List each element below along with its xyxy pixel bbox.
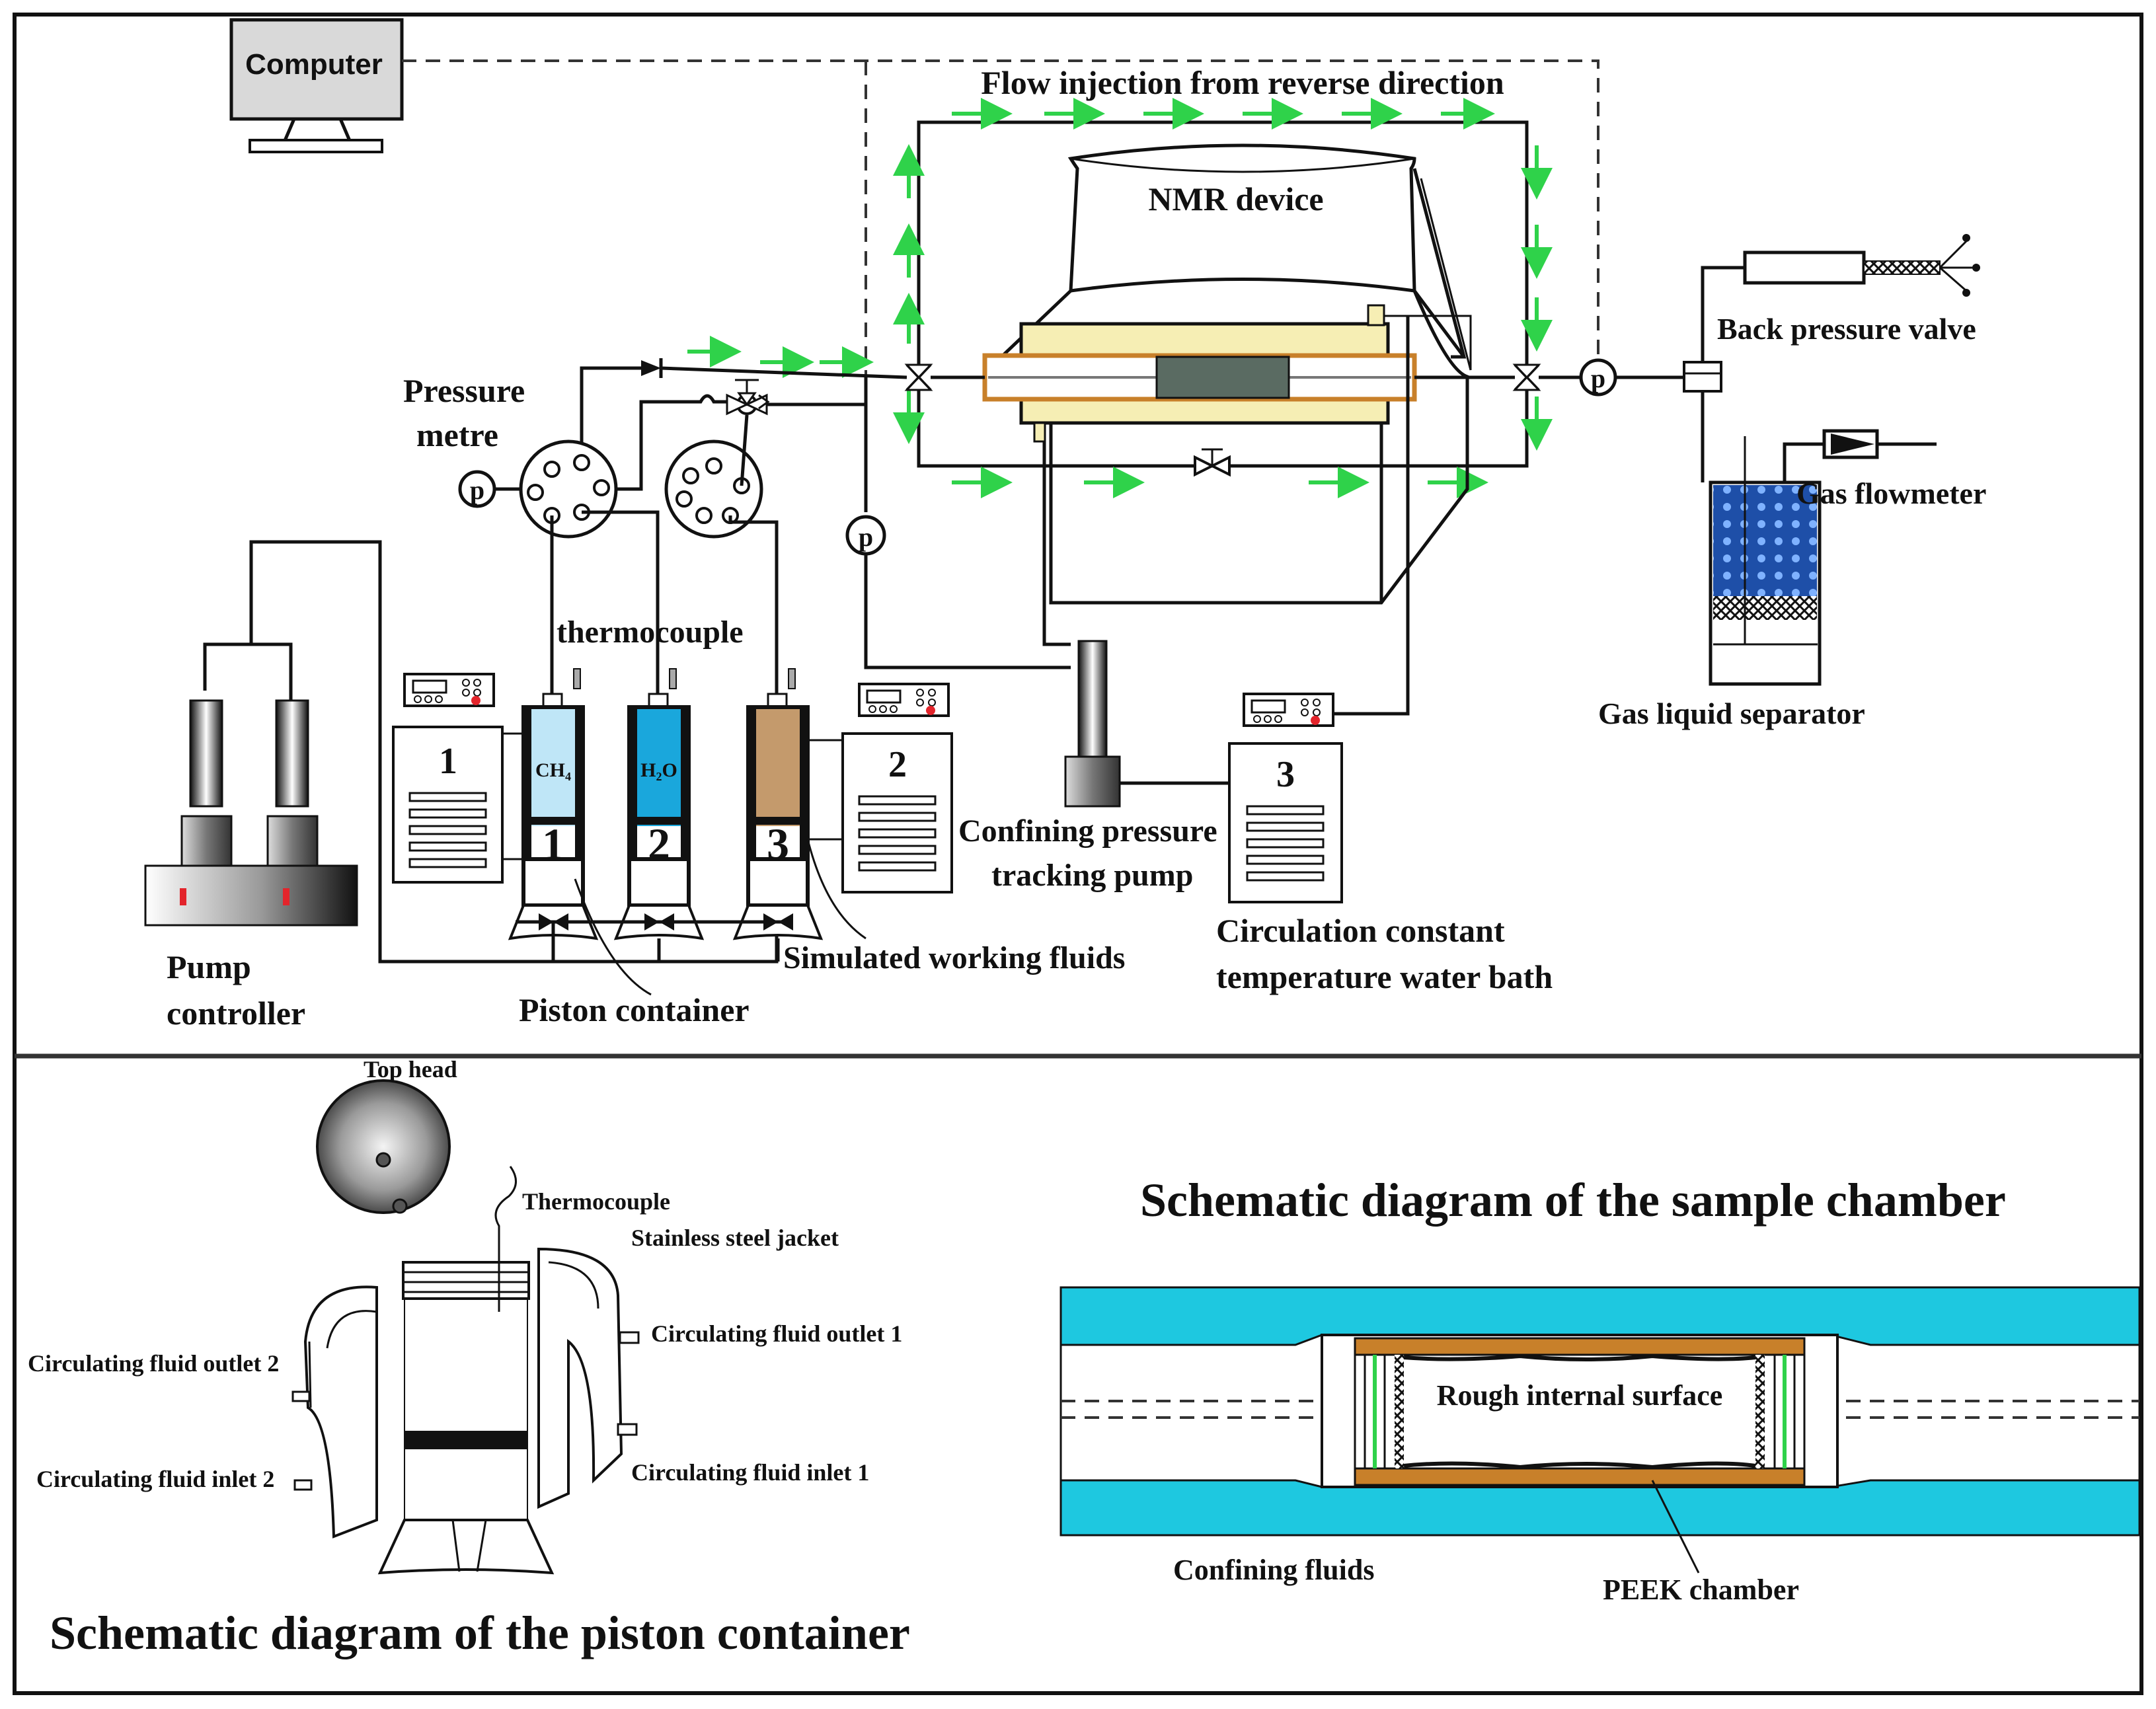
svg-text:3: 3: [1276, 754, 1295, 795]
back-pressure-valve[interactable]: [1683, 234, 1980, 393]
confining-pump-label: Confining pressure: [958, 814, 1217, 849]
bath-2-lines: [808, 739, 843, 841]
gas-flowmeter-label: Gas flowmeter: [1796, 476, 1986, 510]
line-to-flowmeter: [1783, 442, 1824, 482]
sample-core: [1155, 356, 1290, 399]
core-holder: [982, 304, 1472, 443]
back-pressure-valve-label: Back pressure valve: [1717, 312, 1976, 346]
gas-flowmeter: [1822, 429, 1937, 459]
pump-controller-label: Pump: [167, 948, 251, 985]
confining-fluids-label: Confining fluids: [1173, 1554, 1374, 1586]
pump-controller: [144, 699, 358, 927]
inlet1-label: Circulating fluid inlet 1: [631, 1459, 869, 1486]
inlet-line-main: [660, 366, 907, 379]
thermocouple-wire: [494, 1166, 517, 1312]
svg-text:2: 2: [648, 819, 670, 869]
computer-label: Computer: [245, 48, 383, 81]
confining-pressure-pump: [1064, 640, 1121, 808]
pressure-gauge-2: p: [845, 515, 886, 556]
pressure-metre-label-2: metre: [416, 416, 498, 453]
confining-pump-label-2: tracking pump: [991, 858, 1193, 893]
piston-container-1: CH₄ 1: [508, 668, 599, 940]
simulated-fluids-leader: [806, 839, 866, 940]
gas-liquid-separator-label: Gas liquid separator: [1598, 697, 1865, 730]
gauge-2-to-pump: [864, 554, 1071, 669]
outlet1-label: Circulating fluid outlet 1: [651, 1320, 902, 1347]
simulated-fluids-label: Simulated working fluids: [783, 940, 1125, 975]
inlet2-label: Circulating fluid inlet 2: [36, 1466, 274, 1492]
manifold-2: [664, 439, 763, 539]
check-valve[interactable]: [641, 358, 663, 378]
top-head-label: Top head: [364, 1056, 457, 1082]
outlet2-label: Circulating fluid outlet 2: [28, 1350, 279, 1377]
piston-container-leader: [574, 878, 652, 996]
line-to-main-junction: [767, 377, 868, 406]
pump-controller-label-2: controller: [167, 995, 305, 1032]
inlet-line-upper: [580, 366, 641, 456]
nmr-device-label: NMR device: [1148, 180, 1323, 217]
piston-outlet-valves[interactable]: [539, 913, 793, 930]
pressure-metre-label: Pressure: [403, 372, 525, 409]
svg-text:1: 1: [542, 819, 564, 869]
manifold-1: [519, 439, 618, 539]
water-bath-2: 2: [841, 683, 953, 893]
thermocouple-detail-label: Thermocouple: [522, 1188, 670, 1215]
pressure-gauge-1: p: [458, 470, 496, 508]
outlet-pressure-gauge: p: [1579, 358, 1617, 397]
gas-liquid-separator: [1709, 436, 1822, 686]
water-bath-3: 3: [1228, 693, 1343, 903]
outer-frame: [13, 13, 2143, 1695]
peek-leader: [1651, 1480, 1700, 1574]
computer-monitor: Computer: [229, 18, 404, 153]
outlet-four-way-valve[interactable]: [1512, 363, 1541, 391]
bypass-valve[interactable]: [1194, 448, 1231, 477]
chamber-detail-title: Schematic diagram of the sample chamber: [1140, 1174, 2006, 1227]
svg-text:p: p: [859, 522, 873, 552]
piston-container-2: H₂O 2: [613, 668, 705, 940]
three-way-valve[interactable]: [726, 379, 768, 416]
inlet-four-way-valve[interactable]: [904, 363, 933, 391]
piston-container-label: Piston container: [519, 991, 750, 1028]
inlet-line-lower: [611, 394, 734, 491]
water-bath-label: Circulation constant: [1216, 912, 1505, 949]
svg-text:H₂O: H₂O: [640, 759, 677, 781]
manifold-2-to-valve: [740, 414, 749, 486]
signal-line: [402, 59, 1599, 360]
piston-detail-title: Schematic diagram of the piston containe…: [50, 1607, 910, 1659]
svg-text:CH₄: CH₄: [535, 759, 571, 781]
flow-arrows: [687, 98, 1553, 498]
manifold-to-piston-2: [582, 510, 660, 694]
svg-text:1: 1: [439, 741, 457, 782]
svg-text:2: 2: [888, 744, 907, 785]
bath-1-lines: [502, 732, 522, 860]
small-check-valve: [758, 394, 770, 410]
thermocouple-label: thermocouple: [557, 615, 744, 650]
piston-container-body: [377, 1261, 555, 1575]
piston-container-3: 3: [732, 668, 824, 940]
bath-3-to-holder: [1333, 316, 1410, 716]
top-head: [316, 1079, 451, 1214]
holder-to-pump: [1042, 441, 1071, 646]
manifold-to-piston-3: [728, 515, 779, 694]
sample-chamber: [1059, 1286, 2141, 1537]
jacket-label: Stainless steel jacket: [631, 1225, 839, 1251]
water-bath-1: 1: [392, 673, 504, 884]
jacket-left: [291, 1285, 378, 1538]
svg-text:p: p: [470, 475, 484, 505]
piston-bottom-lines: [551, 922, 780, 962]
water-bath-label-2: temperature water bath: [1216, 958, 1553, 995]
flow-injection-label: Flow injection from reverse direction: [981, 64, 1504, 101]
peek-chamber-label: PEEK chamber: [1603, 1574, 1799, 1606]
rough-surface-label: Rough internal surface: [1437, 1379, 1723, 1412]
jacket-right: [537, 1247, 640, 1509]
svg-text:p: p: [1591, 363, 1605, 393]
svg-text:3: 3: [767, 819, 789, 869]
